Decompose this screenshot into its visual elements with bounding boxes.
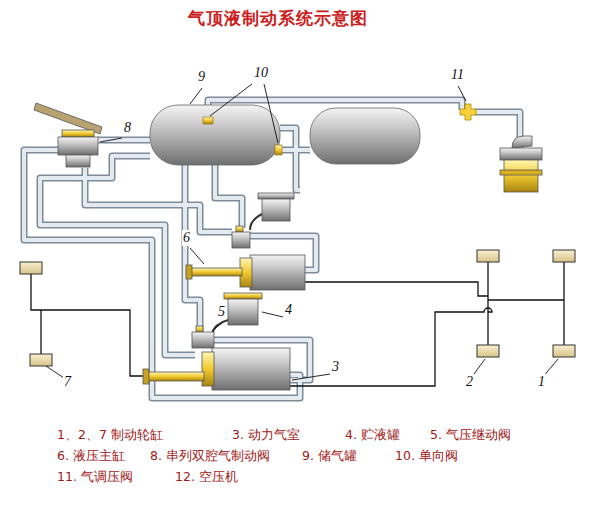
- key-entry: 12. 空压机: [175, 470, 238, 484]
- power-chamber: [143, 293, 290, 390]
- air-pipe-outline: [24, 100, 520, 398]
- master-cylinder: [186, 193, 305, 290]
- callout-number: 11: [450, 67, 465, 83]
- callout-number: 3: [331, 359, 340, 375]
- check-valve: [203, 117, 282, 155]
- key-entry: 6. 液压主缸: [57, 449, 125, 463]
- key-entry: 5. 气压继动阀: [430, 428, 511, 442]
- callout-number: 8: [123, 120, 132, 136]
- diagram-title: 气顶液制动系统示意图: [188, 9, 368, 29]
- key-entry: 11. 气调压阀: [57, 470, 133, 484]
- callout-number: 9: [197, 69, 206, 85]
- key-entry: 10. 单向阀: [395, 449, 458, 463]
- key-entry: 8. 串列双腔气制动阀: [150, 449, 270, 463]
- air-pipe-core: [24, 100, 520, 398]
- callout-number: 5: [217, 304, 226, 320]
- callout-number: 6: [182, 230, 191, 246]
- callout-number: 4: [284, 302, 293, 318]
- pressure-regulator: [460, 104, 476, 120]
- callout-number: 7: [63, 374, 72, 390]
- callout-number: 2: [465, 374, 474, 390]
- key-entry: 9. 储气罐: [302, 449, 357, 463]
- brake-valve: [34, 103, 102, 167]
- key-entry: 1、2、7 制动轮缸: [57, 428, 163, 442]
- key-entry: 3. 动力气室: [232, 428, 300, 442]
- air-tank: [150, 105, 420, 165]
- key-entry: 4. 贮液罐: [345, 428, 400, 442]
- callout-number: 10: [253, 65, 269, 81]
- leader-line: [46, 84, 558, 380]
- air-compressor: [500, 136, 542, 192]
- callout-number: 1: [537, 374, 546, 390]
- wheel-cylinder: [20, 250, 575, 366]
